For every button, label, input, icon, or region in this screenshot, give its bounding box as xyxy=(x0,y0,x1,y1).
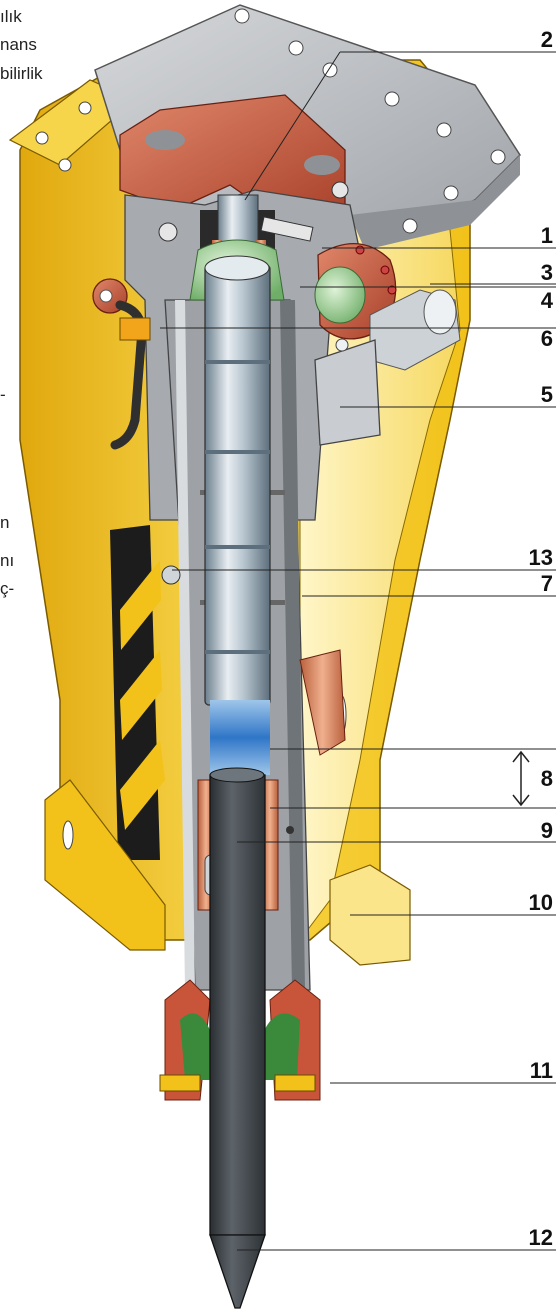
top-plate-edge xyxy=(350,155,520,250)
side-buffer xyxy=(299,649,346,756)
bolt-hole xyxy=(384,91,400,107)
bolt-hole xyxy=(234,8,250,24)
accumulator-bolt xyxy=(380,265,390,275)
piston-groove xyxy=(205,545,270,549)
front-head xyxy=(159,979,321,1101)
stroke-arrow xyxy=(512,750,530,807)
callout-numbers: 2 1 3 4 6 5 13 7 8 9 10 11 12 xyxy=(529,27,554,1250)
housing-stripe xyxy=(120,560,161,650)
piston-top-face xyxy=(204,255,270,281)
chisel-top-face xyxy=(209,767,265,783)
cap-bore xyxy=(304,155,340,175)
callout-number: 9 xyxy=(541,818,553,843)
stroke-arrow-head-up xyxy=(512,750,530,763)
callout-number: 12 xyxy=(529,1225,553,1250)
cap-bore xyxy=(145,130,185,150)
text-fragment: - xyxy=(0,385,6,404)
hydraulic-hose xyxy=(110,300,147,450)
bolt-hole xyxy=(490,149,506,165)
callout-number: 1 xyxy=(541,223,553,248)
hydraulic-fitting-left xyxy=(92,278,151,450)
housing-bottom-bracket xyxy=(44,779,166,951)
retainer-left xyxy=(159,1074,201,1092)
text-fragment: ılık xyxy=(0,7,22,26)
impact-zone xyxy=(210,700,270,775)
bolt-hole xyxy=(436,122,452,138)
piston xyxy=(204,255,271,775)
side-bolt xyxy=(161,565,181,585)
stroke-arrow-head-down xyxy=(512,794,530,807)
lube-port xyxy=(286,826,294,834)
cylinder-wall-highlight xyxy=(175,300,195,990)
plug-bolt xyxy=(331,181,349,199)
chisel-shank xyxy=(209,774,266,1236)
chisel-point xyxy=(209,1234,266,1309)
callout-number: 7 xyxy=(541,571,553,596)
front-seal-left xyxy=(180,1013,214,1080)
left-text-fragments: ılık nans bilirlik - n nı ç- xyxy=(0,7,43,598)
accumulator-bolt xyxy=(355,245,365,255)
callout-number: 8 xyxy=(541,766,553,791)
text-fragment: nı xyxy=(0,551,14,570)
cylinder-wall-shadow xyxy=(280,300,305,990)
bolt-hole xyxy=(402,218,418,234)
gas-valve-cap xyxy=(335,338,349,352)
fitting-bore xyxy=(99,289,113,303)
piston-groove xyxy=(205,360,270,364)
chisel-tool xyxy=(209,767,266,1309)
plug-bolt xyxy=(158,222,178,242)
gas-valve-block xyxy=(314,339,381,446)
text-fragment: nans xyxy=(0,35,37,54)
callout-number: 13 xyxy=(529,545,553,570)
callout-number: 2 xyxy=(541,27,553,52)
housing-stripe xyxy=(120,650,162,740)
callout-number: 6 xyxy=(541,326,553,351)
text-fragment: n xyxy=(0,513,9,532)
bolt-hole xyxy=(443,185,459,201)
leader-line-2 xyxy=(244,51,341,201)
accumulator-bolt xyxy=(387,285,397,295)
gas-valve-end xyxy=(423,289,457,335)
housing-stripe xyxy=(120,740,165,830)
retainer-right xyxy=(274,1074,316,1092)
callout-number: 4 xyxy=(541,288,554,313)
gas-valve-right xyxy=(314,289,461,446)
bolt-hole xyxy=(78,101,92,115)
piston-groove xyxy=(205,650,270,654)
adjust-screw xyxy=(260,216,314,242)
hose-clamp xyxy=(119,317,151,341)
callout-number: 11 xyxy=(530,1058,553,1083)
text-fragment: ç- xyxy=(0,579,14,598)
callout-leaders xyxy=(160,51,556,1251)
piston-groove xyxy=(205,450,270,454)
callout-number: 10 xyxy=(529,890,553,915)
bolt-hole xyxy=(58,158,72,172)
bolt-hole xyxy=(288,40,304,56)
front-seal-right xyxy=(260,1013,300,1080)
accumulator-diaphragm xyxy=(314,266,366,324)
bolt-hole xyxy=(35,131,49,145)
bracket-slot xyxy=(62,820,74,850)
top-cap xyxy=(119,94,346,221)
callout-number: 5 xyxy=(541,382,553,407)
text-fragment: bilirlik xyxy=(0,64,43,83)
callout-number: 3 xyxy=(541,260,553,285)
piston-body xyxy=(204,264,271,706)
